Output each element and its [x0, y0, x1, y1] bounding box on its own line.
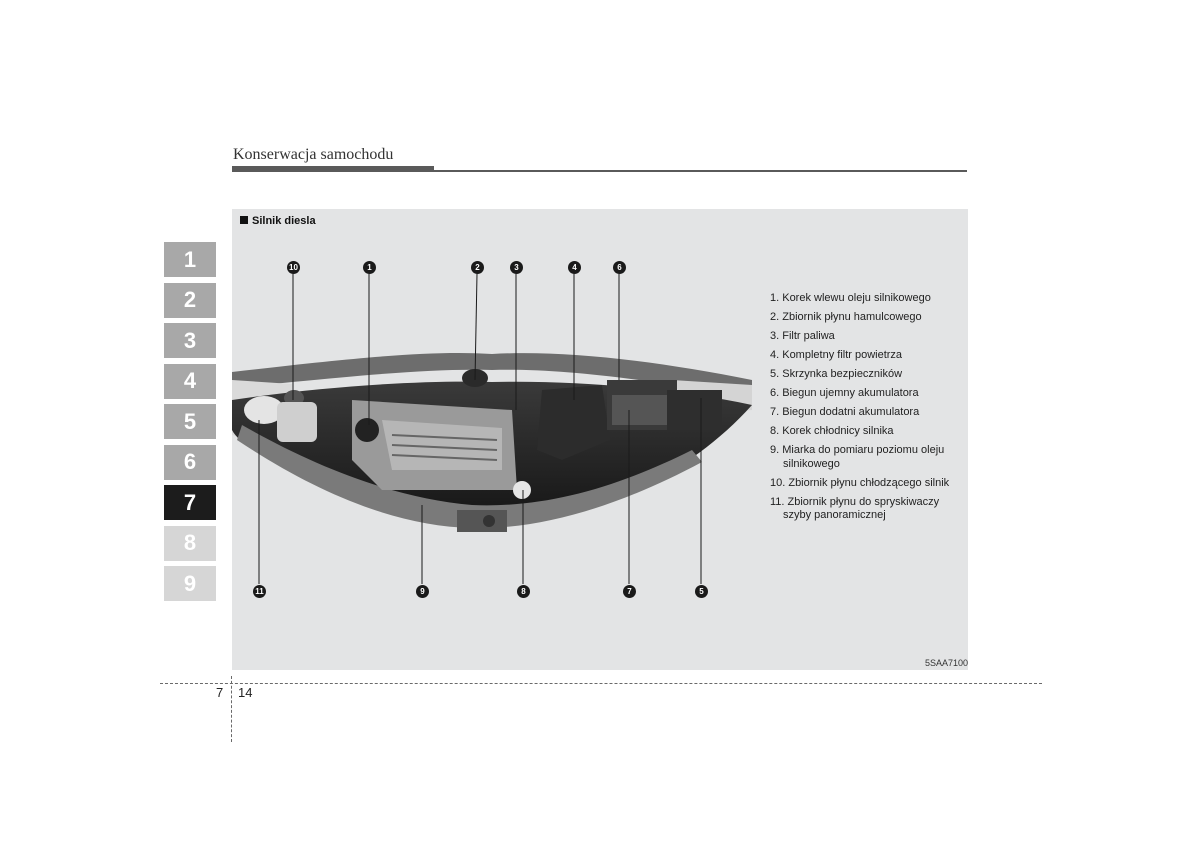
- callout-4: 4: [568, 261, 581, 274]
- chapter-tab-2[interactable]: 2: [164, 282, 216, 318]
- legend-item-text: 8. Korek chłodnicy silnika: [770, 425, 894, 437]
- legend-item-continuation: szyby panoramicznej: [783, 509, 886, 521]
- callout-7: 7: [623, 585, 636, 598]
- callout-8: 8: [517, 585, 530, 598]
- callout-11: 11: [253, 585, 266, 598]
- legend-item-continuation: silnikowego: [783, 457, 840, 470]
- legend-item-text: 3. Filtr paliwa: [770, 330, 835, 342]
- chapter-tab-4[interactable]: 4: [164, 363, 216, 399]
- figure-heading-text: Silnik diesla: [252, 215, 316, 227]
- legend-item-text: 10. Zbiornik płynu chłodzącego silnik: [770, 476, 950, 489]
- chapter-tab-5[interactable]: 5: [164, 404, 216, 439]
- chapter-tab-1[interactable]: 1: [164, 242, 216, 277]
- legend-item-text: 2. Zbiornik płynu hamulcowego: [770, 311, 922, 323]
- legend-item: 2. Zbiornik płynu hamulcowego: [770, 311, 970, 325]
- legend-item: 7. Biegun dodatni akumulatora: [770, 406, 970, 420]
- callout-6: 6: [613, 261, 626, 274]
- engine-bay-image: [232, 352, 752, 532]
- chapter-tab-7[interactable]: 7: [164, 485, 216, 520]
- footer-page-number: 14: [238, 685, 253, 700]
- legend-item: 5. Skrzynka bezpieczników: [770, 368, 970, 382]
- header-rule: [232, 170, 967, 172]
- callout-3: 3: [510, 261, 523, 274]
- figure-code: 5SAA7100: [924, 658, 968, 668]
- footer-rule: [160, 683, 1042, 684]
- footer-chapter-number: 7: [216, 685, 224, 700]
- legend-item: 3. Filtr paliwa: [770, 330, 970, 344]
- legend-item-text: 4. Kompletny filtr powietrza: [770, 349, 903, 361]
- legend-item-text: 6. Biegun ujemny akumulatora: [770, 387, 919, 399]
- legend-item: 8. Korek chłodnicy silnika: [770, 425, 970, 439]
- square-bullet-icon: [240, 216, 248, 224]
- page-header-title: Konserwacja samochodu: [233, 146, 394, 163]
- chapter-tab-3[interactable]: 3: [164, 323, 216, 358]
- chapter-tab-6[interactable]: 6: [164, 444, 216, 480]
- legend-item-text: 11. Zbiornik płynu do spryskiwaczy: [770, 495, 940, 508]
- legend-item-text: 7. Biegun dodatni akumulatora: [770, 406, 920, 418]
- chapter-tab-9[interactable]: 9: [164, 566, 216, 601]
- legend-item: 1. Korek wlewu oleju silnikowego: [770, 292, 970, 306]
- callout-5: 5: [695, 585, 708, 598]
- header-rule-accent: [232, 166, 434, 171]
- callout-2: 2: [471, 261, 484, 274]
- legend-item: 10. Zbiornik płynu chłodzącego silnik: [770, 477, 970, 491]
- legend-item-text: 5. Skrzynka bezpieczników: [770, 368, 903, 380]
- callout-1: 1: [363, 261, 376, 274]
- callout-10: 10: [287, 261, 300, 274]
- footer-divider: [231, 676, 232, 742]
- legend-item-text: 1. Korek wlewu oleju silnikowego: [770, 292, 931, 304]
- callout-9: 9: [416, 585, 429, 598]
- chapter-tab-8[interactable]: 8: [164, 525, 216, 561]
- figure-heading: Silnik diesla: [240, 215, 316, 227]
- legend-item: 6. Biegun ujemny akumulatora: [770, 387, 970, 401]
- component-legend: 1. Korek wlewu oleju silnikowego 2. Zbio…: [770, 292, 970, 528]
- legend-item: 4. Kompletny filtr powietrza: [770, 349, 970, 363]
- legend-item-text: 9. Miarka do pomiaru poziomu oleju: [770, 444, 945, 456]
